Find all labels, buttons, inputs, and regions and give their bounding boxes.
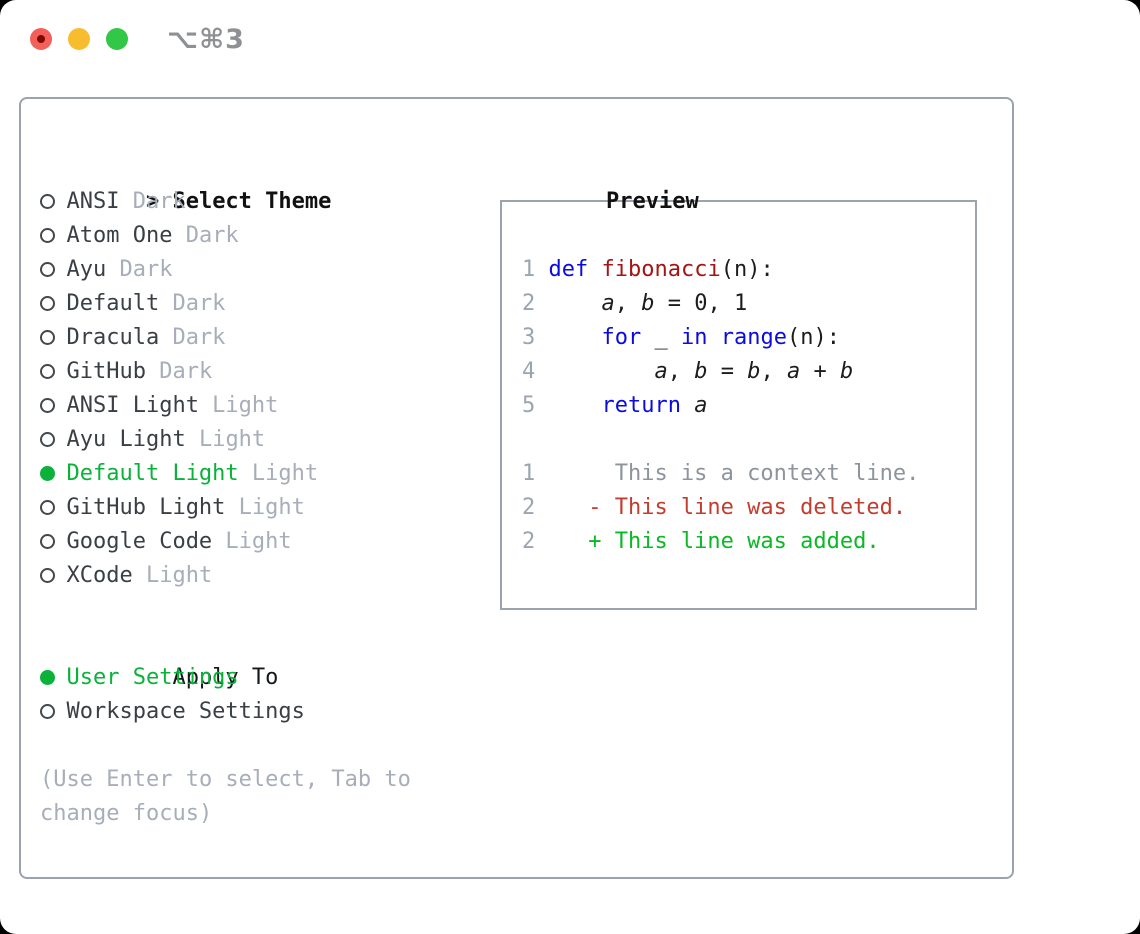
- option-label: Ayu: [66, 257, 107, 282]
- radio-icon: [40, 262, 55, 277]
- hint-line-1: (Use Enter to select, Tab to: [40, 767, 411, 792]
- option-label: User Settings: [66, 665, 239, 690]
- radio-icon: [40, 534, 55, 549]
- line-number: 4: [522, 359, 536, 384]
- line-number: 5: [522, 393, 536, 418]
- option-label: ANSI Light: [66, 393, 199, 418]
- option-variant: Dark: [145, 359, 213, 384]
- code-line: 5 return a: [522, 389, 975, 423]
- option-variant: Dark: [159, 325, 226, 350]
- select-theme-header: > Select Theme: [40, 151, 411, 214]
- minimize-button[interactable]: [68, 28, 90, 50]
- apply-option-user-settings[interactable]: User Settings: [40, 661, 411, 695]
- radio-icon: [40, 704, 55, 719]
- option-label: GitHub Light: [66, 495, 226, 520]
- theme-option-google-code[interactable]: Google Code Light: [40, 525, 411, 559]
- close-dot-icon: [37, 35, 45, 43]
- theme-option-ansi-light[interactable]: ANSI Light Light: [40, 389, 411, 423]
- option-label: Dracula: [66, 325, 160, 350]
- window-title: ⌥⌘3: [167, 24, 245, 55]
- radio-icon: [40, 500, 55, 515]
- line-number: 3: [522, 325, 536, 350]
- radio-icon: [40, 568, 55, 583]
- diff-line: 1 This is a context line.: [522, 457, 975, 491]
- radio-icon: [40, 330, 55, 345]
- apply-to-header: Apply To: [40, 627, 411, 690]
- preview-header: Preview: [500, 151, 977, 214]
- option-variant: Light: [198, 393, 279, 418]
- theme-option-xcode[interactable]: XCode Light: [40, 559, 411, 593]
- radio-icon: [40, 228, 55, 243]
- titlebar: ⌥⌘3: [0, 0, 1140, 97]
- option-variant: Dark: [119, 189, 186, 214]
- theme-option-dracula[interactable]: Dracula Dark: [40, 321, 411, 355]
- option-label: Default Light: [66, 461, 239, 486]
- section-gap: [40, 729, 411, 763]
- option-variant: Light: [225, 495, 305, 520]
- option-label: Ayu Light: [66, 427, 186, 452]
- radio-icon: [40, 432, 55, 447]
- theme-option-ansi[interactable]: ANSI Dark: [40, 185, 411, 219]
- preview-title: Preview: [605, 189, 699, 214]
- zoom-button[interactable]: [106, 28, 128, 50]
- radio-icon: [40, 398, 55, 413]
- option-label: Default: [66, 291, 160, 316]
- option-label: Workspace Settings: [66, 699, 305, 724]
- option-variant: Light: [185, 427, 266, 452]
- theme-option-github[interactable]: GitHub Dark: [40, 355, 411, 389]
- apply-to-title: Apply To: [172, 665, 279, 690]
- option-variant: Dark: [172, 223, 239, 248]
- theme-option-atom-one[interactable]: Atom One Dark: [40, 219, 411, 253]
- code-line: 2 a, b = 0, 1: [522, 287, 975, 321]
- option-variant: Light: [132, 563, 213, 588]
- diff-preview: 1 This is a context line.2 - This line w…: [522, 457, 975, 559]
- option-variant: Dark: [106, 257, 173, 282]
- theme-option-default-light[interactable]: Default Light Light: [40, 457, 411, 491]
- line-number: 2: [522, 529, 536, 554]
- diff-line: 2 + This line was added.: [522, 525, 975, 559]
- line-number: 1: [522, 461, 536, 486]
- line-number: 2: [522, 291, 536, 316]
- radio-selected-icon: [40, 670, 55, 685]
- option-variant: Light: [238, 461, 319, 486]
- radio-icon: [40, 194, 55, 209]
- prompt-caret-icon: >: [145, 189, 160, 214]
- apply-option-workspace-settings[interactable]: Workspace Settings: [40, 695, 411, 729]
- theme-option-default[interactable]: Default Dark: [40, 287, 411, 321]
- option-variant: Light: [212, 529, 292, 554]
- section-gap: [40, 593, 411, 627]
- blank-line: [522, 423, 975, 457]
- option-variant: Dark: [159, 291, 226, 316]
- close-button[interactable]: [30, 28, 52, 50]
- diff-line: 2 - This line was deleted.: [522, 491, 975, 525]
- theme-option-ayu-light[interactable]: Ayu Light Light: [40, 423, 411, 457]
- radio-selected-icon: [40, 466, 55, 481]
- radio-icon: [40, 364, 55, 379]
- code-line: 4 a, b = b, a + b: [522, 355, 975, 389]
- radio-icon: [40, 296, 55, 311]
- option-label: Google Code: [66, 529, 213, 554]
- select-theme-title: Select Theme: [172, 189, 332, 214]
- option-label: ANSI: [66, 189, 120, 214]
- hint-line-2: change focus): [40, 801, 213, 826]
- theme-option-ayu[interactable]: Ayu Dark: [40, 253, 411, 287]
- code-line: 3 for _ in range(n):: [522, 321, 975, 355]
- option-label: XCode: [66, 563, 133, 588]
- theme-option-github-light[interactable]: GitHub Light Light: [40, 491, 411, 525]
- option-label: GitHub: [66, 359, 146, 384]
- line-number: 1: [522, 257, 536, 282]
- option-label: Atom One: [66, 223, 173, 248]
- line-number: 2: [522, 495, 536, 520]
